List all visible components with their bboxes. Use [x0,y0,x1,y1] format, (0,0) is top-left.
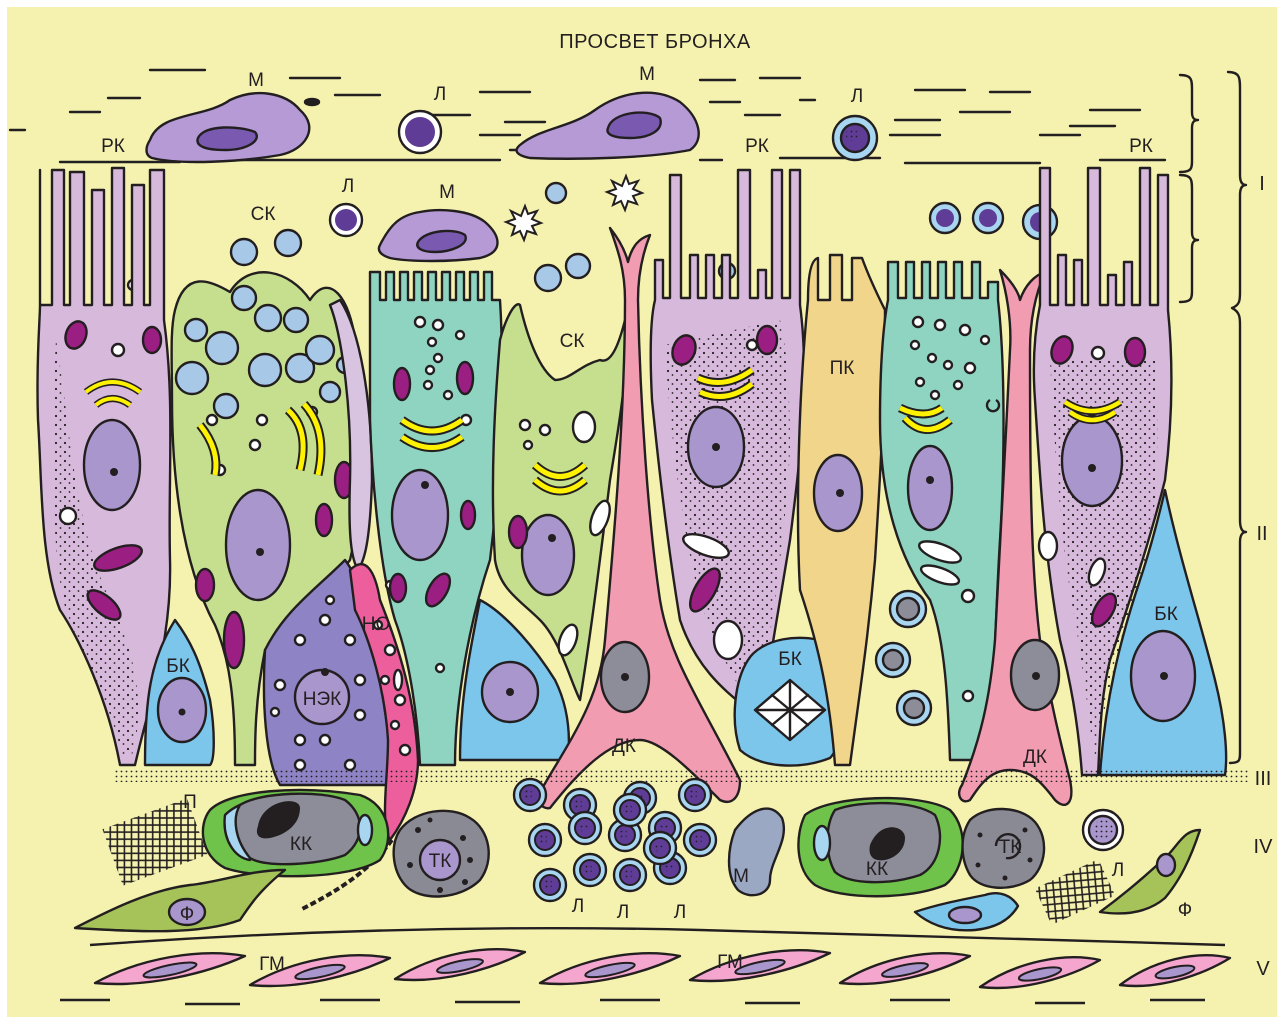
lymphocyte-lumen-1 [399,111,441,153]
label-l-4: Л [1112,860,1124,881]
label-l-1: Л [434,84,446,105]
lymphocyte [644,832,676,864]
lymphocyte [574,854,606,886]
lymphocyte-lumen-2 [833,116,877,160]
label-gm-2: ГМ [717,952,743,973]
label-m-4: М [733,866,749,887]
mast-cell-2: КК [798,798,962,896]
label-sk-1: СК [251,204,276,225]
lymphocyte [569,812,601,844]
label-nek: НЭК [303,689,341,710]
label-bk-2: БК [778,649,802,670]
label-sk-2: СК [560,331,585,352]
label-l-5: Л [572,896,584,917]
layer-label-1: I [1259,173,1265,195]
tissue-basophil-1: ТК [394,811,489,897]
label-kk-1: КК [290,834,312,855]
lymphocyte [534,869,566,901]
lymphocyte [529,824,561,856]
label-m-1: М [248,70,264,91]
label-dk-2: ДК [1023,747,1047,768]
lymphocyte [514,779,546,811]
lymphocyte-lumen-3 [330,204,362,236]
basement-membrane [115,768,1250,782]
label-l-7: Л [674,902,686,923]
label-m-3: М [439,182,455,203]
label-bk-1: БК [166,656,190,677]
lymphocyte [684,824,716,856]
label-rk-3: РК [1129,136,1153,157]
layer-label-2: II [1256,523,1267,545]
label-tk-1: ТК [429,851,452,872]
label-m-2: М [639,64,655,85]
label-gm-1: ГМ [259,954,285,975]
label-bk-3: БК [1154,604,1178,625]
label-l-2: Л [851,86,863,107]
label-p: П [183,792,197,813]
label-dk-1: ДК [612,736,636,757]
lymphocyte [679,779,711,811]
layer-label-4: IV [1254,836,1274,858]
lymphocyte [614,794,646,826]
lymphocyte [614,859,646,891]
title: ПРОСВЕТ БРОНХА [559,31,751,53]
label-no: НО [362,614,391,635]
label-rk-1: РК [101,136,125,157]
label-l-6: Л [617,902,629,923]
lymphocyte-tissue-right [1083,810,1123,850]
label-kk-2: КК [866,859,888,880]
tissue-basophil-2: ТК [963,809,1045,888]
mast-cell-1: КК [203,790,388,876]
layer-label-3: III [1255,768,1272,790]
label-pk: ПК [830,358,855,379]
label-f-2: Ф [1178,900,1192,921]
label-f-1: Ф [180,904,194,925]
label-rk-2: РК [745,136,769,157]
layer-label-5: V [1256,958,1270,980]
label-tk-2: ТК [999,837,1022,858]
label-l-3: Л [342,176,354,197]
